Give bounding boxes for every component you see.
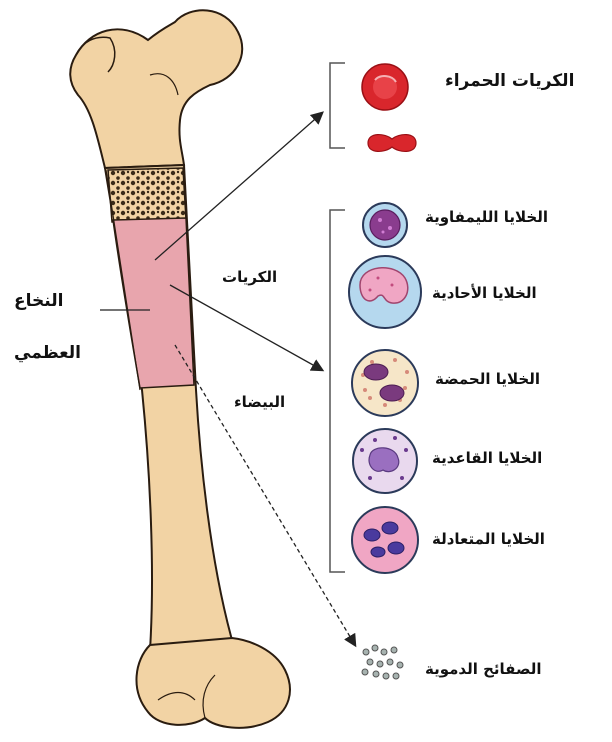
marrow-cavity	[113, 218, 194, 388]
femur-head	[70, 10, 242, 168]
red-cells-bracket	[330, 63, 345, 148]
label-red-blood-cells: الكريات الحمراء	[445, 73, 574, 90]
white-cells-bracket	[330, 210, 345, 572]
spongy-bone	[108, 168, 186, 222]
lymphocyte-cell	[363, 203, 407, 247]
red-blood-cell-top	[362, 64, 408, 110]
label-marrow-line1: النخاع	[14, 293, 63, 310]
neutrophil-cell	[352, 507, 418, 573]
femur-condyles	[136, 638, 289, 728]
label-monocytes: الخلايا الأحادية	[432, 286, 537, 301]
label-white-cells-line1: الكريات	[222, 270, 277, 285]
label-platelets: الصفائح الدموية	[425, 662, 542, 677]
label-marrow-line2: العظمي	[14, 345, 81, 362]
monocyte-cell	[349, 256, 421, 328]
label-eosinophils: الخلايا الحمضة	[435, 372, 540, 387]
platelets-cluster	[362, 645, 403, 679]
label-lymphocytes: الخلايا الليمفاوية	[425, 210, 548, 225]
basophil-cell	[353, 429, 417, 493]
label-neutrophils: الخلايا المتعادلة	[432, 532, 545, 547]
red-blood-cell-side	[368, 135, 416, 152]
eosinophil-cell	[352, 350, 418, 416]
label-white-cells-line2: البيضاء	[234, 395, 285, 410]
femur-bone	[70, 10, 290, 728]
label-basophils: الخلايا القاعدية	[432, 451, 542, 466]
